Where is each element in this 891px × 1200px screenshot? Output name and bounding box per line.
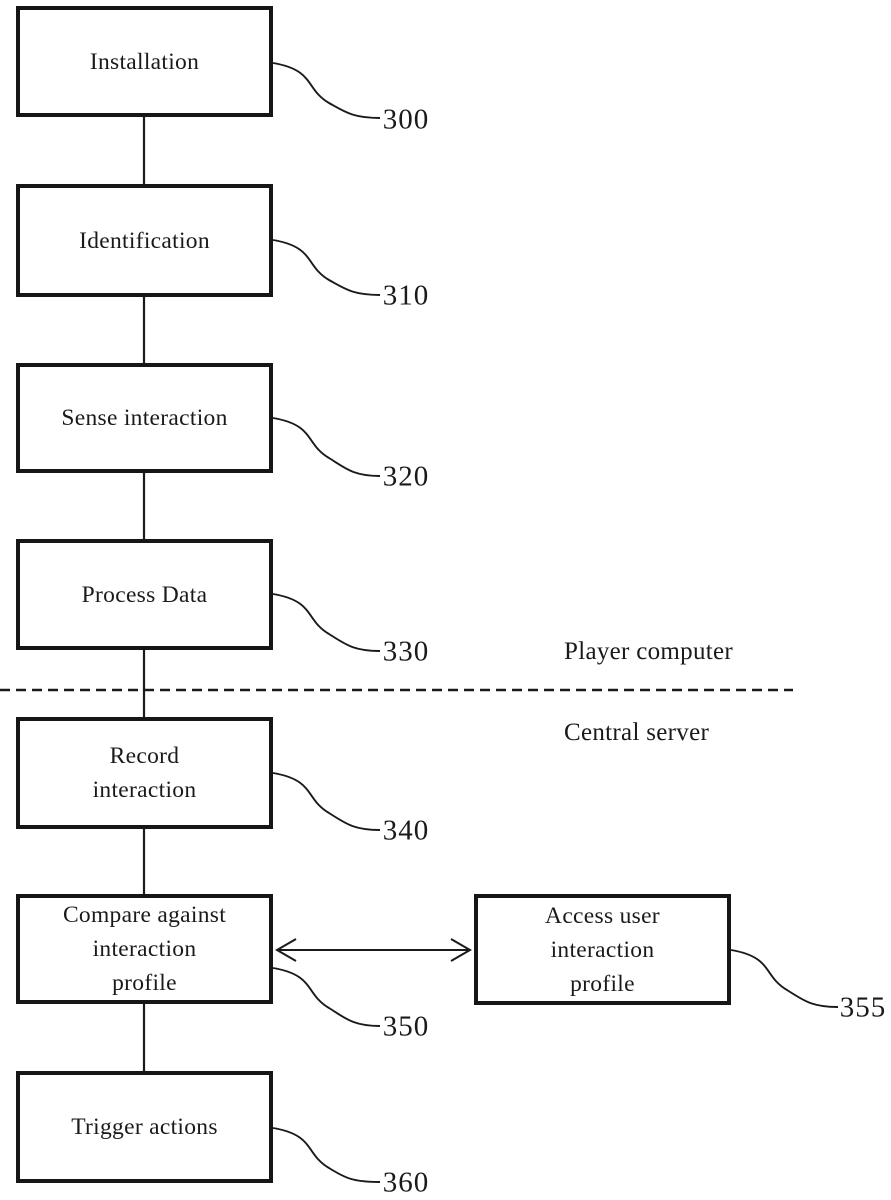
flow-box-identification: Identification xyxy=(16,184,273,297)
flow-box-label: Trigger actions xyxy=(71,1114,218,1140)
flow-box-trigger-actions: Trigger actions xyxy=(16,1071,273,1183)
ref-label-340: 340 xyxy=(382,814,430,847)
ref-label-360: 360 xyxy=(382,1166,430,1199)
arrowhead-left xyxy=(275,938,297,962)
flow-box-record-interaction: Record interaction xyxy=(16,717,273,829)
ref-label-300: 300 xyxy=(382,103,430,136)
flow-box-label: Installation xyxy=(89,48,200,75)
leader-line-360 xyxy=(272,1127,381,1183)
region-label-central-server: Central server xyxy=(564,719,710,746)
region-label-player-computer: Player computer xyxy=(564,638,734,665)
leader-line-320 xyxy=(272,417,381,477)
ref-label-320: 320 xyxy=(382,460,430,493)
leader-line-350 xyxy=(272,967,381,1027)
flow-box-process-data: Process Data xyxy=(16,539,273,650)
flow-box-label: Record interaction xyxy=(92,743,197,803)
leader-line-310 xyxy=(272,239,381,296)
leader-line-300 xyxy=(272,62,381,119)
flow-box-label: Access user interaction profile xyxy=(545,902,660,997)
reference-leader-lines xyxy=(272,62,839,1183)
double-headed-arrow xyxy=(275,938,472,962)
flow-box-label: Process Data xyxy=(81,581,208,608)
flow-box-label: Sense interaction xyxy=(61,405,228,431)
flow-box-installation: Installation xyxy=(16,6,273,117)
arrowhead-right xyxy=(450,938,472,962)
flow-box-sense-interaction: Sense interaction xyxy=(16,363,273,473)
ref-label-350: 350 xyxy=(382,1010,430,1043)
ref-label-355: 355 xyxy=(839,991,887,1024)
leader-line-340 xyxy=(272,772,381,831)
flow-box-compare-profile: Compare against interaction profile xyxy=(16,894,273,1004)
flow-box-access-profile: Access user interaction profile xyxy=(474,894,731,1005)
leader-line-355 xyxy=(730,949,839,1008)
flow-box-label: Identification xyxy=(79,227,210,254)
leader-line-330 xyxy=(272,593,381,652)
ref-label-310: 310 xyxy=(382,279,430,312)
ref-label-330: 330 xyxy=(382,635,430,668)
flow-box-label: Compare against interaction profile xyxy=(62,902,227,996)
